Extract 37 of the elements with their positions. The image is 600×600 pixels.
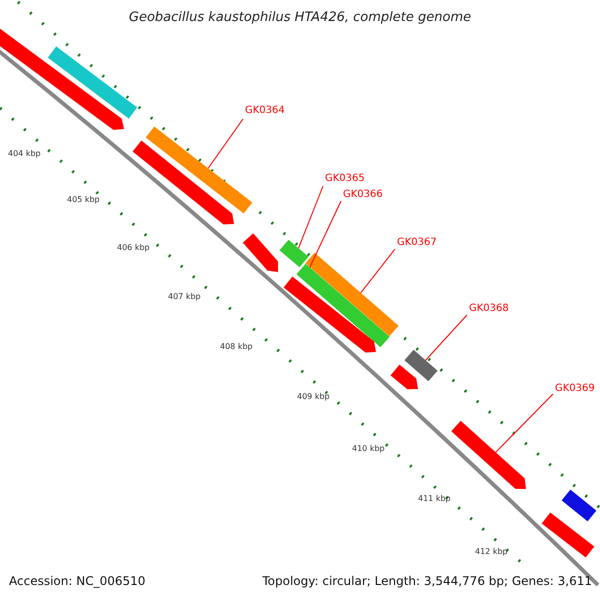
gene-block — [404, 350, 438, 382]
gene-block — [305, 252, 399, 336]
gene-block — [451, 420, 526, 489]
gene-label: GK0365 — [325, 173, 365, 184]
leader-line — [495, 394, 554, 453]
scale-label: 412 kbp — [475, 547, 508, 556]
footer-text: Accession: NC_006510 — [9, 574, 146, 588]
scale-label: 409 kbp — [297, 392, 330, 401]
gene-block — [132, 140, 234, 224]
gene-block — [242, 233, 278, 272]
leader-line — [425, 314, 468, 361]
gene-block — [390, 364, 418, 390]
gene-label: GK0368 — [469, 303, 509, 314]
gene-block — [146, 126, 252, 214]
gene-label: GK0364 — [245, 105, 285, 116]
scale-label: 410 kbp — [352, 444, 385, 453]
leader-line — [208, 118, 244, 169]
gene-label: GK0369 — [555, 383, 595, 394]
scale-label: 407 kbp — [168, 292, 201, 301]
gene-block — [542, 512, 594, 558]
scale-label: 411 kbp — [418, 494, 451, 503]
scale-label: 405 kbp — [67, 195, 100, 204]
title: Geobacillus kaustophilus HTA426, complete genome — [128, 10, 472, 25]
gene-block — [296, 264, 390, 348]
gene-label: GK0367 — [397, 237, 437, 248]
scale-label: 408 kbp — [220, 342, 253, 351]
footer-text: Topology: circular; Length: 3,544,776 bp; Genes: 3,611 — [262, 574, 592, 588]
gene-label: GK0366 — [343, 189, 383, 200]
gene-block — [48, 46, 138, 119]
leader-line — [360, 248, 396, 294]
gene-block — [280, 240, 308, 268]
scale-label: 404 kbp — [8, 149, 41, 158]
leader-line — [309, 200, 342, 268]
leader-line — [298, 186, 324, 249]
gene-block — [284, 276, 376, 352]
scale-label: 406 kbp — [117, 243, 150, 252]
gene-block — [562, 490, 596, 522]
